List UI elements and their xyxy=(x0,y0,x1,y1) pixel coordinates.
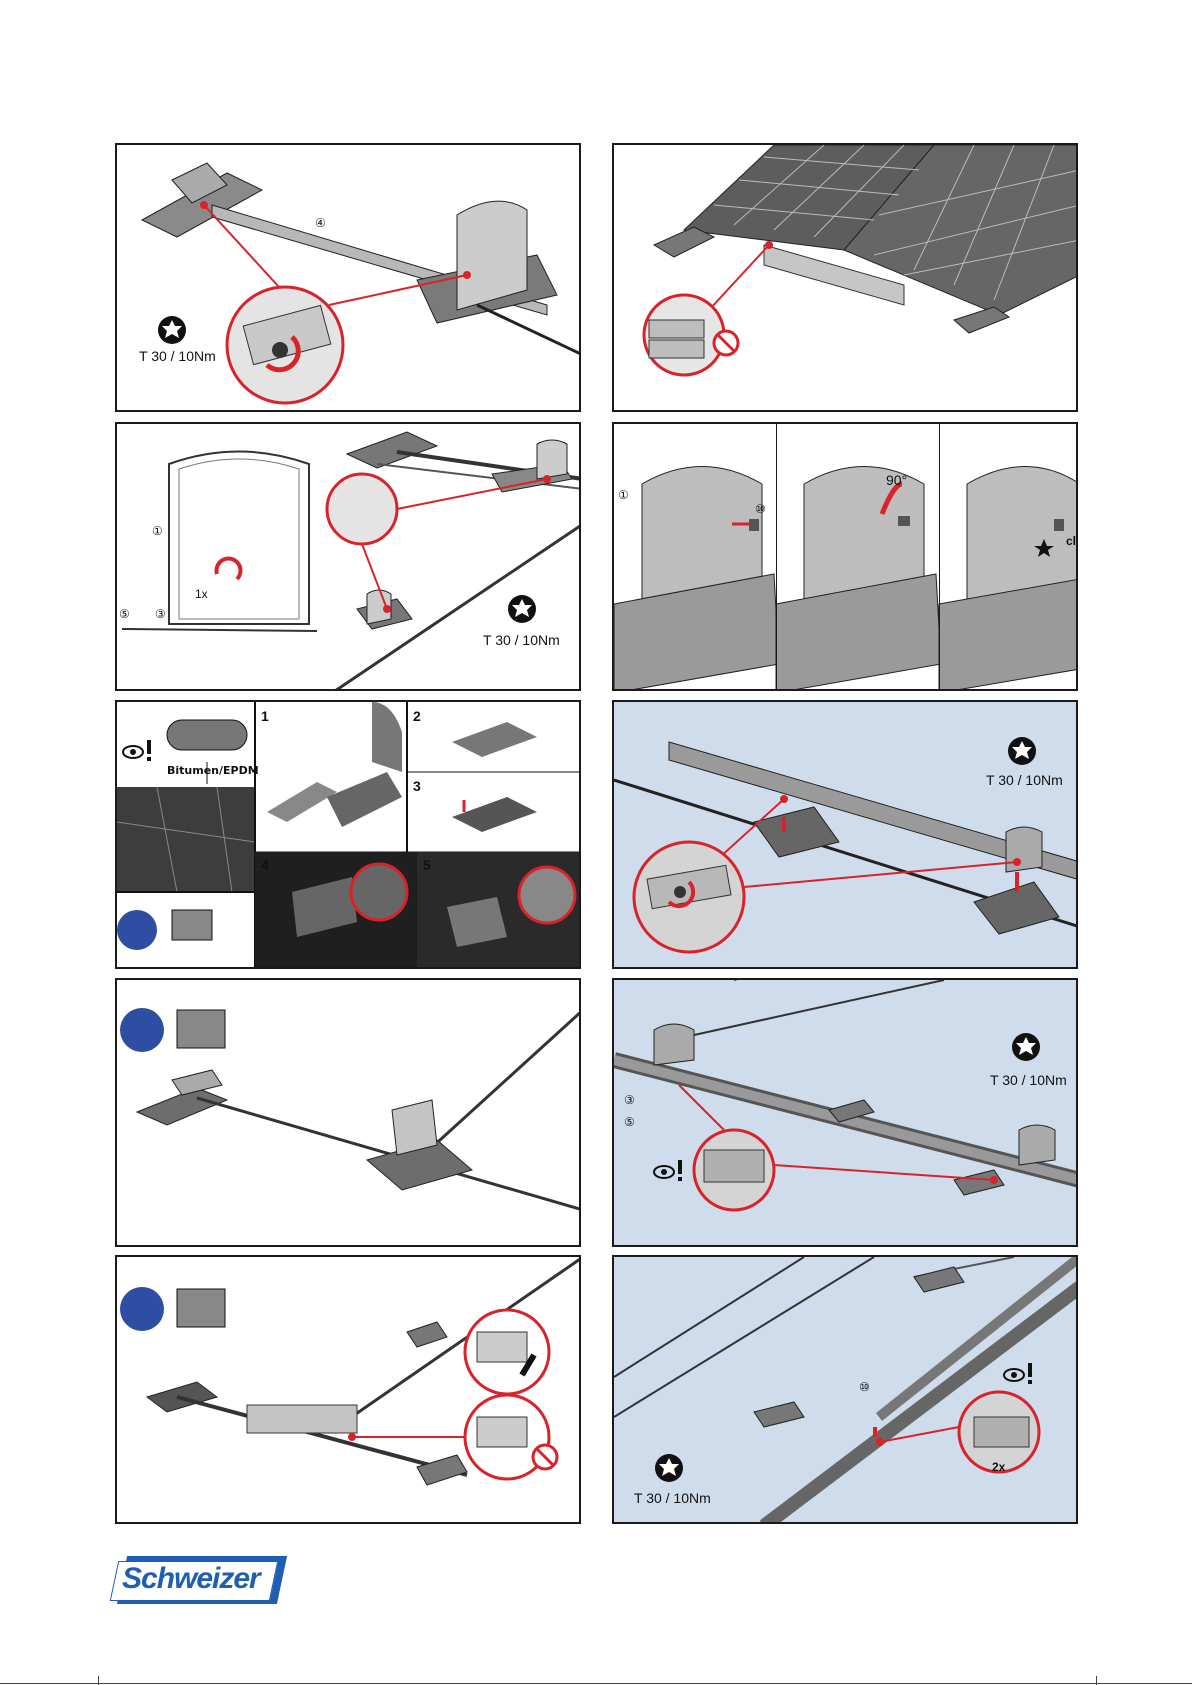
torque-label: T 30 / 10Nm xyxy=(634,1490,711,1506)
panel-screw-connection: ① ⑤ ③ 1x T 30 / 10Nm xyxy=(115,422,581,691)
rotation-angle: 90° xyxy=(886,472,907,488)
callout-5: ⑤ xyxy=(624,1115,635,1129)
torx-icon xyxy=(1011,1032,1041,1062)
callout-3: ③ xyxy=(624,1093,635,1107)
sequence-divider xyxy=(776,424,777,691)
torx-icon xyxy=(1007,736,1037,766)
brand-logo-text: Schweizer xyxy=(122,1562,260,1596)
callout-1: ① xyxy=(618,488,629,502)
panel-rail-connection: ③ ⑤ T 30 / 10Nm xyxy=(612,978,1078,1247)
step-4: 4 xyxy=(261,857,269,873)
eye-warning-icon xyxy=(123,740,151,761)
clip-label: cli xyxy=(1066,534,1078,548)
trim-line xyxy=(0,1683,1192,1684)
step-5: 5 xyxy=(423,857,431,873)
ballast-block-icon xyxy=(172,910,212,940)
ballast-row-illustration xyxy=(117,1257,581,1524)
panel-ballast-row xyxy=(115,1255,581,1524)
torque-label: T 30 / 10Nm xyxy=(139,348,216,364)
panel-clip-sequence: ① ⑩ 90° cli xyxy=(612,422,1078,691)
ballast-block-icon xyxy=(177,1289,225,1327)
panel-protection-mat: Bitumen/EPDM 1 2 3 4 5 xyxy=(115,700,581,969)
torque-label: T 30 / 10Nm xyxy=(483,632,560,648)
torx-icon xyxy=(654,1453,684,1483)
torque-label: T 30 / 10Nm xyxy=(990,1072,1067,1088)
panel-modules-placed xyxy=(612,143,1078,412)
rail-connection-illustration xyxy=(614,980,1078,1247)
callout-1: ① xyxy=(152,524,163,538)
panel-rail-joint: ⑩ 2x T 30 / 10Nm xyxy=(612,1255,1078,1524)
count-2x: 2x xyxy=(992,1460,1005,1474)
rail-joint-illustration xyxy=(614,1257,1078,1524)
step-2: 2 xyxy=(413,708,421,724)
profile-cross-section xyxy=(117,424,581,691)
brand-logo: Schweizer xyxy=(114,1556,284,1608)
clip-sequence-illustration xyxy=(614,424,1078,691)
panel-rail-mount: ④ T 30 / 10Nm xyxy=(115,143,581,412)
crop-mark xyxy=(98,1676,99,1685)
callout-5: ⑤ xyxy=(119,607,130,621)
protection-mat-illustration xyxy=(117,702,581,969)
torque-label: T 30 / 10Nm xyxy=(986,772,1063,788)
sequence-divider xyxy=(939,424,940,691)
callout-10: ⑩ xyxy=(859,1380,870,1394)
rail-mount-illustration xyxy=(117,145,581,412)
panel-cross-rail: T 30 / 10Nm xyxy=(612,700,1078,969)
material-label: Bitumen/EPDM xyxy=(167,764,259,777)
panel-ballast-single xyxy=(115,978,581,1247)
count-1x: 1x xyxy=(195,587,208,601)
read-manual-icon xyxy=(117,910,157,950)
eye-warning-icon xyxy=(654,1160,682,1181)
ballast-single-illustration xyxy=(117,980,581,1247)
eye-warning-icon xyxy=(1004,1363,1032,1384)
read-manual-icon xyxy=(120,1287,164,1331)
crop-mark xyxy=(1096,1676,1097,1685)
callout-10: ⑩ xyxy=(755,502,766,516)
read-manual-icon xyxy=(120,1008,164,1052)
callout-3: ③ xyxy=(155,607,166,621)
ballast-block-icon xyxy=(177,1010,225,1048)
torx-icon xyxy=(157,315,187,345)
torx-icon xyxy=(507,594,537,624)
step-1: 1 xyxy=(261,708,269,724)
step-3: 3 xyxy=(413,778,421,794)
callout-4: ④ xyxy=(315,216,326,230)
solar-modules-illustration xyxy=(614,145,1078,412)
